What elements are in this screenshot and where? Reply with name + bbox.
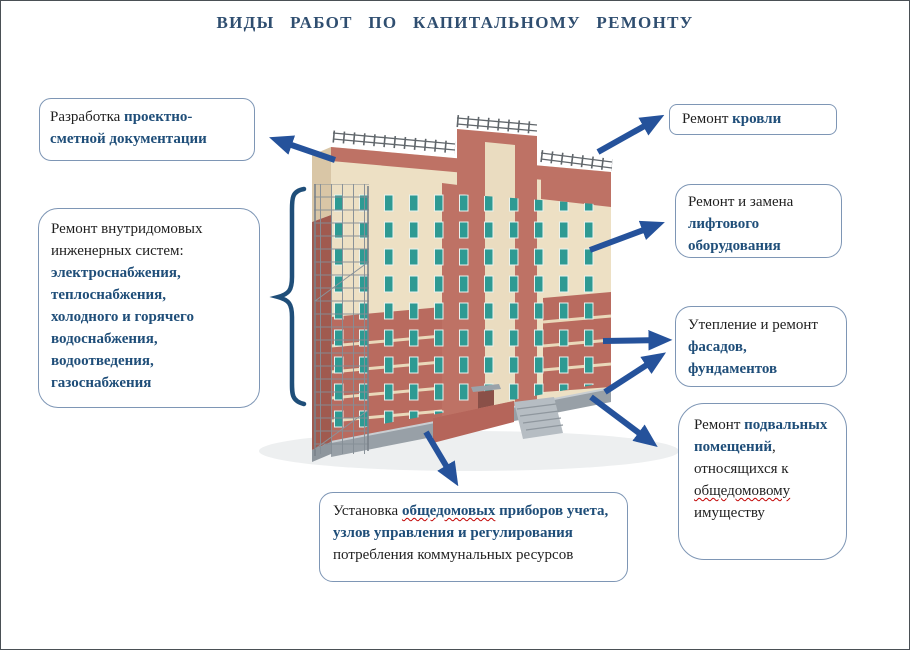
callout-facade-foundation: Утепление и ремонт фасадов, фундаментов [675,306,847,387]
arrow-to-roof-box [596,114,665,155]
callout-text-bold: подвальных помещений [694,417,828,456]
callout-text-bold-misspelled: общедомовых [401,503,496,519]
callout-text-bold: фасадов, фундаментов [688,339,778,378]
building-illustration [259,115,679,471]
callout-roof-repair: Ремонт кровли [669,104,837,135]
callout-project-documentation: Разработка проектно-сметной документации [39,98,255,161]
callout-text: Ремонт [682,111,733,127]
callout-list-item: холодного и горячего водоснабжения, [51,309,194,348]
callout-list-item: электроснабжения, [51,265,181,282]
callout-text: , относящихся к [694,439,789,478]
callout-text: Ремонт внутридомовых инженерных систем: [51,221,203,260]
arrow-to-meters-box [423,430,459,487]
callout-text: Ремонт и замена [688,194,794,210]
callout-metering-devices: Установка общедомовых приборов учета, уз… [319,492,628,582]
arrow-to-design-box [269,135,336,163]
entrance [433,384,564,443]
callout-list-item: теплоснабжения, [51,287,166,304]
callout-text-bold: приборов учета, узлов управления и регул… [333,503,609,542]
callout-text: Разработка [50,109,125,125]
callout-text-bold: лифтового оборудования [688,216,781,255]
callout-text-bold: кровли [732,111,782,127]
callout-text: Утепление и ремонт [688,317,818,333]
callout-text-bold: проектно-сметной документации [50,109,207,148]
callout-text: потребления коммунальных ресурсов [333,547,574,564]
callout-lift-equipment: Ремонт и замена лифтового оборудования [675,184,842,258]
arrow-to-basement-box [589,394,658,448]
callout-list-item: водоотведения, [51,353,154,370]
brace [269,186,307,407]
callout-text: имуществу [694,505,765,522]
scaffolding [314,184,369,456]
callout-internal-systems: Ремонт внутридомовых инженерных систем: … [38,208,260,408]
callout-text: Установка [333,503,402,519]
arrow-to-facade-box-2 [603,352,667,395]
callout-text-misspelled: общедомовому [694,483,791,500]
page-title: ВИДЫ РАБОТ ПО КАПИТАЛЬНОМУ РЕМОНТУ [216,13,694,32]
callout-basement-repair: Ремонт подвальных помещений, относящихся… [678,403,847,560]
arrow-to-lift-box [588,220,665,253]
arrow-to-facade-box-1 [602,330,673,351]
callout-text: Ремонт [694,417,745,433]
callout-list-item: газоснабжения [51,375,152,392]
